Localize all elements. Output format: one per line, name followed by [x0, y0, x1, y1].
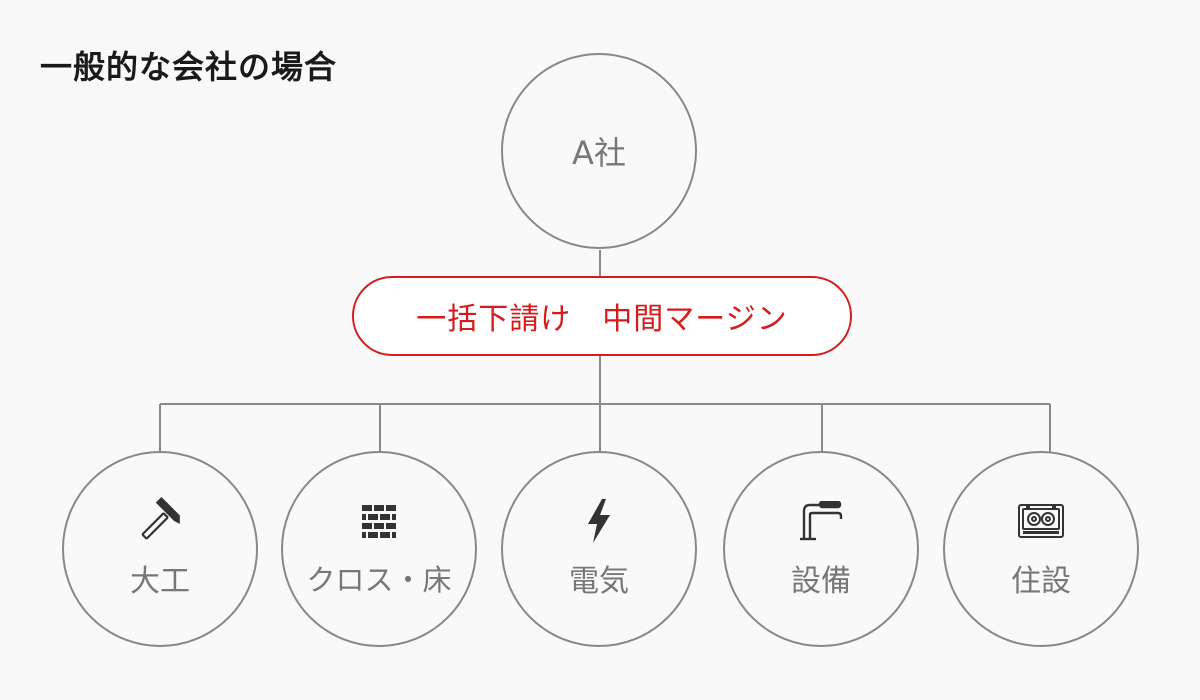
trade-label: 大工	[130, 564, 190, 599]
trade-label: 設備	[791, 564, 851, 599]
faucet-icon	[798, 498, 844, 544]
trade-label: クロス・床	[306, 563, 452, 597]
lightning-icon	[584, 498, 614, 544]
company-node: A社	[501, 53, 697, 249]
cooktop-icon	[1018, 498, 1064, 544]
subcontract-margin-node: 一括下請け 中間マージン	[352, 276, 852, 356]
trade-node-electrical: 電気	[501, 451, 697, 647]
diagram-title: 一般的な会社の場合	[40, 48, 338, 86]
company-node-label: A社	[572, 134, 626, 172]
trade-node-cloth-floor: クロス・床	[281, 451, 477, 647]
hammer-icon	[136, 497, 184, 544]
trade-label: 住設	[1011, 564, 1071, 599]
subcontract-margin-label: 一括下請け 中間マージン	[416, 302, 788, 337]
brick-wall-icon	[361, 499, 397, 545]
trade-label: 電気	[569, 564, 629, 599]
trade-node-carpentry: 大工	[62, 451, 258, 647]
trade-node-equipment: 設備	[723, 451, 919, 647]
trade-node-housing-equipment: 住設	[943, 451, 1139, 647]
